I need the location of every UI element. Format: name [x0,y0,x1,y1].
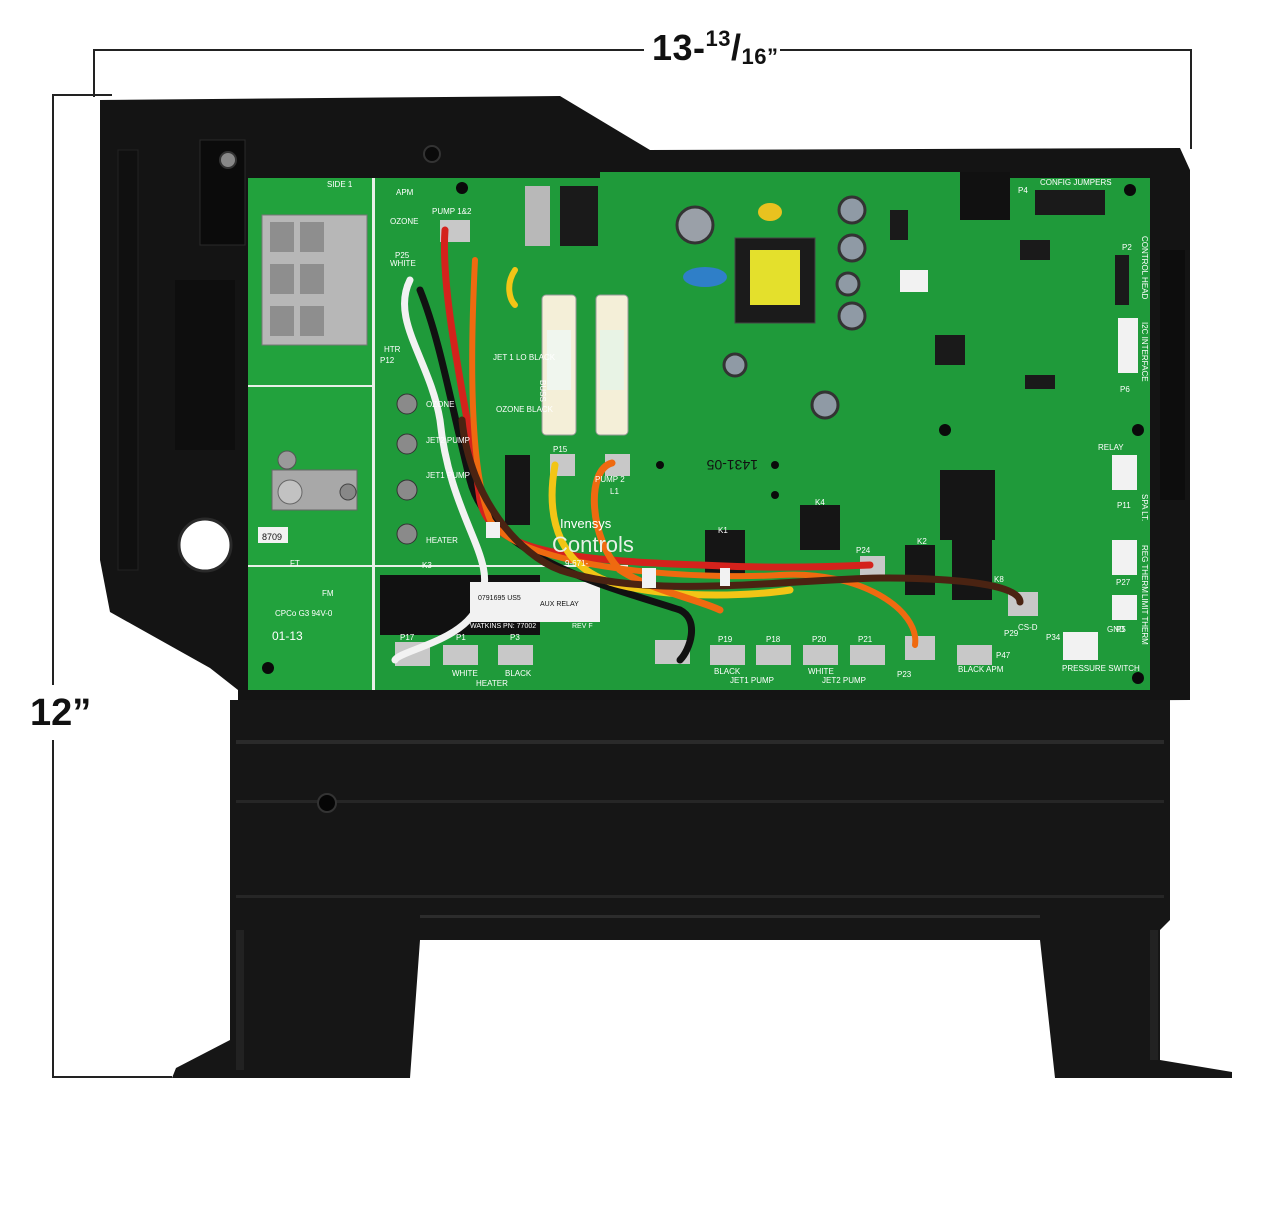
aux-relay-label: AUX RELAY [540,601,579,608]
width-tick-left [93,49,95,97]
cs-d-label: CS-D [1018,623,1038,632]
date-code-label: 01-13 [272,629,303,643]
config-jumpers-label: CONFIG JUMPERS [1040,178,1112,187]
p12-label: P12 [380,356,395,365]
ozone2-label: OZONE [426,400,454,409]
control-head-label: CONTROL HEAD [1140,236,1149,299]
handwritten-stamp: 1431-05 [706,457,758,473]
jet2pump-label: JET2 PUMP [426,436,470,445]
ozone-black-label: OZONE BLACK [496,405,554,414]
width-dimension-label: 13-13/16” [652,26,779,69]
apm-black-label: BLACK APM [958,665,1004,674]
p5-label: P5 [1116,625,1126,634]
fm-label: FM [322,589,334,598]
heater-label: HEATER [426,536,458,545]
jet1lo-label: JET 1 LO BLACK [493,353,556,362]
width-tick-right [1190,49,1192,149]
p1-label: P1 [456,633,466,642]
heater-bottom-label: HEATER [476,679,508,688]
width-dimension-line-left [94,49,644,51]
p20-label: P20 [812,635,827,644]
side-label: SIDE 1 [327,180,353,189]
sticker-label: 8709 [262,532,282,542]
circuit-board [248,172,1150,690]
watkins-pn-label: WATKINS PN: 77002 [470,623,536,630]
p25-label: P25 [395,251,410,260]
p1-white-label: WHITE [452,669,478,678]
ozone-label: OZONE [390,217,418,226]
p15-label: P15 [553,445,568,454]
p4-label: P4 [1018,186,1028,195]
k2-label: K2 [917,537,927,546]
height-dimension-line-bottom [52,740,54,1077]
jet1-pump-bottom-label: JET1 PUMP [730,676,774,685]
width-dimension-line-right [780,49,1192,51]
p6-label: P6 [1120,385,1130,394]
p29-label: P29 [1004,629,1019,638]
height-tick-bottom [52,1076,172,1078]
rating-label: CPCo G3 94V-0 [275,609,333,618]
i2c-interface-label: I2C INTERFACE [1140,322,1149,382]
black-label: BLACK [714,667,741,676]
apm-label: APM [396,188,414,197]
jet1pump-label: JET1 PUMP [426,471,470,480]
rev-label: REV F [572,623,593,630]
p27-label: P27 [1116,578,1131,587]
p17-label: P17 [400,633,415,642]
p11-label: P11 [1117,501,1131,510]
p24-label: P24 [856,546,871,555]
p19-label: P19 [718,635,733,644]
ft-label: FT [290,559,300,568]
k8-label: K8 [994,575,1004,584]
k1-label: K1 [718,526,728,535]
p3-label: P3 [510,633,520,642]
p34-label: P34 [1046,633,1061,642]
brand-controls: Controls [552,532,634,557]
height-dimension-label: 12” [30,692,92,734]
p2-label: P2 [1122,243,1132,252]
part-number: 9-671- [565,559,588,568]
brand-line: Invensys [560,516,612,531]
reg-therm-label: REG THERM [1140,545,1149,593]
pressure-switch-label: PRESSURE SWITCH [1062,664,1140,673]
p23-label: P23 [897,670,912,679]
white2-label: WHITE [808,667,834,676]
bussmann-label: BUSS [538,380,547,402]
htr-label: HTR [384,345,401,354]
serial-label: 0791695 US5 [478,595,521,602]
height-tick-top [52,94,112,96]
p3-black-label: BLACK [505,669,532,678]
wire-harness [391,226,1024,664]
spa-lt-label: SPA LT. [1140,494,1149,521]
jet2-pump-bottom-label: JET2 PUMP [822,676,866,685]
p21-label: P21 [858,635,873,644]
relay-label: RELAY [1098,443,1124,452]
l1-label: L1 [610,487,619,496]
pump2-label: PUMP 2 [595,475,625,484]
gnd-label: GND [1107,625,1125,634]
k4-label: K4 [815,498,825,507]
p18-label: P18 [766,635,781,644]
p47-label: P47 [996,651,1011,660]
height-dimension-line-top [52,95,54,685]
k3-label: K3 [422,561,432,570]
pump12-label: PUMP 1&2 [432,207,472,216]
white-label: WHITE [390,259,416,268]
limit-therm-label: LIMIT THERM [1140,594,1149,645]
board-markings: SIDE 1 APM OZONE PUMP 1&2 P25 HTR P12 WH… [262,178,1149,688]
